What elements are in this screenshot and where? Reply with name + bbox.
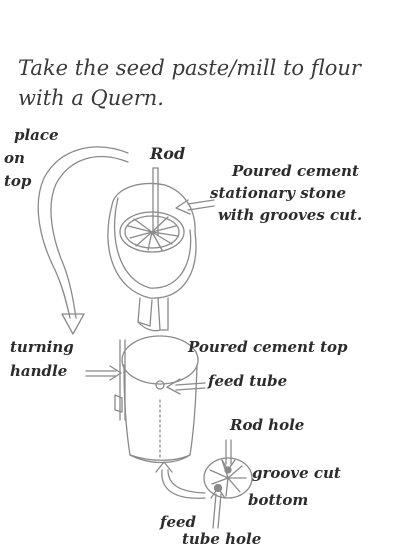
bottom-stone-icon <box>204 458 252 498</box>
title-line-2: with a Quern. <box>18 88 164 109</box>
stationary-arrow-icon <box>176 200 214 214</box>
label-grooves-cut: with grooves cut. <box>218 208 362 223</box>
label-groove-cut: groove cut <box>252 466 341 481</box>
bottom-connector-arrow-icon <box>156 462 205 498</box>
label-poured-cement: Poured cement <box>232 164 359 179</box>
label-on: on <box>4 151 25 166</box>
label-stationary-stone: stationary stone <box>210 186 346 201</box>
label-turning: turning <box>10 340 74 355</box>
label-top: top <box>4 174 31 189</box>
top-stone-icon <box>115 336 198 463</box>
label-feed: feed <box>160 515 196 530</box>
label-rod-hole: Rod hole <box>230 418 304 433</box>
label-tube-hole: tube hole <box>182 532 261 547</box>
rod-icon <box>153 168 158 235</box>
label-rod: Rod <box>150 146 185 162</box>
label-bottom: bottom <box>248 493 308 508</box>
label-place: place <box>14 128 59 143</box>
label-poured-cement-top: Poured cement top <box>188 340 348 355</box>
stationary-stone-icon <box>108 184 196 331</box>
place-on-top-arrow-icon <box>38 147 128 334</box>
title-line-1: Take the seed paste/mill to flour <box>18 58 361 79</box>
label-feed-tube: feed tube <box>208 374 287 389</box>
feed-tube-hole-arrow-icon <box>211 488 225 528</box>
feed-tube-arrow-icon <box>167 379 205 394</box>
label-handle: handle <box>10 364 67 379</box>
handle-arrow-icon <box>86 366 121 380</box>
